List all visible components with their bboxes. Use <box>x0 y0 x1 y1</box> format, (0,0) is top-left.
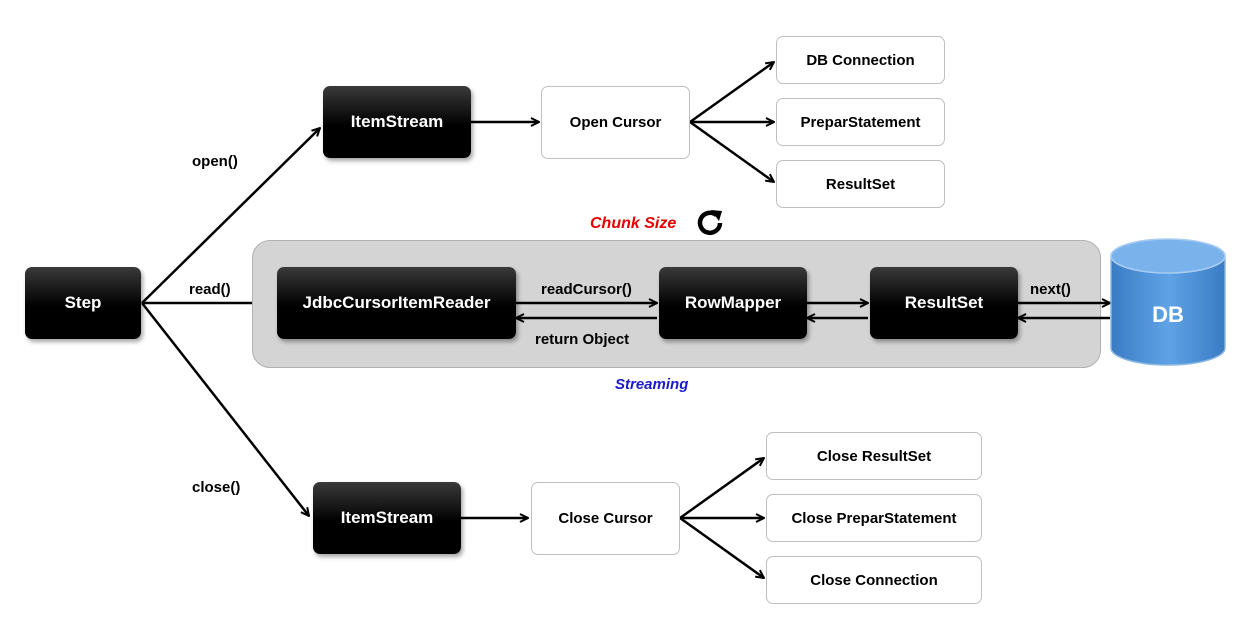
label-read-cursor: readCursor() <box>541 281 632 298</box>
node-open-cursor: Open Cursor <box>541 86 690 159</box>
chunk-size-label: Chunk Size <box>590 215 677 232</box>
node-close-connection: Close Connection <box>766 556 982 604</box>
edge-closecursor-resultset <box>679 458 764 520</box>
label-open: open() <box>192 153 238 170</box>
node-close-cursor: Close Cursor <box>531 482 680 555</box>
label-close: close() <box>192 479 241 496</box>
database-cylinder-icon: DB <box>1110 238 1226 366</box>
node-prepar-statement: PreparStatement <box>776 98 945 146</box>
node-itemstream-open: ItemStream <box>323 86 471 158</box>
streaming-label: Streaming <box>615 376 689 393</box>
node-step: Step <box>25 267 141 339</box>
node-close-prepar-statement: Close PreparStatement <box>766 494 982 542</box>
node-jdbc-cursor-item-reader: JdbcCursorItemReader <box>277 267 516 339</box>
node-db-connection: DB Connection <box>776 36 945 84</box>
db-label: DB <box>1152 302 1184 327</box>
node-rowmapper: RowMapper <box>659 267 807 339</box>
label-read: read() <box>189 281 231 298</box>
node-close-resultset: Close ResultSet <box>766 432 982 480</box>
edge-opencursor-resultset <box>689 120 774 182</box>
edge-step-open <box>141 128 320 304</box>
edge-closecursor-connection <box>679 516 764 578</box>
node-resultset: ResultSet <box>870 267 1018 339</box>
label-next: next() <box>1030 281 1071 298</box>
edge-opencursor-dbconn <box>689 62 774 124</box>
label-return-object: return Object <box>535 331 630 348</box>
refresh-icon <box>697 210 723 236</box>
node-resultset-open: ResultSet <box>776 160 945 208</box>
node-itemstream-close: ItemStream <box>313 482 461 554</box>
edge-step-close <box>141 302 309 516</box>
